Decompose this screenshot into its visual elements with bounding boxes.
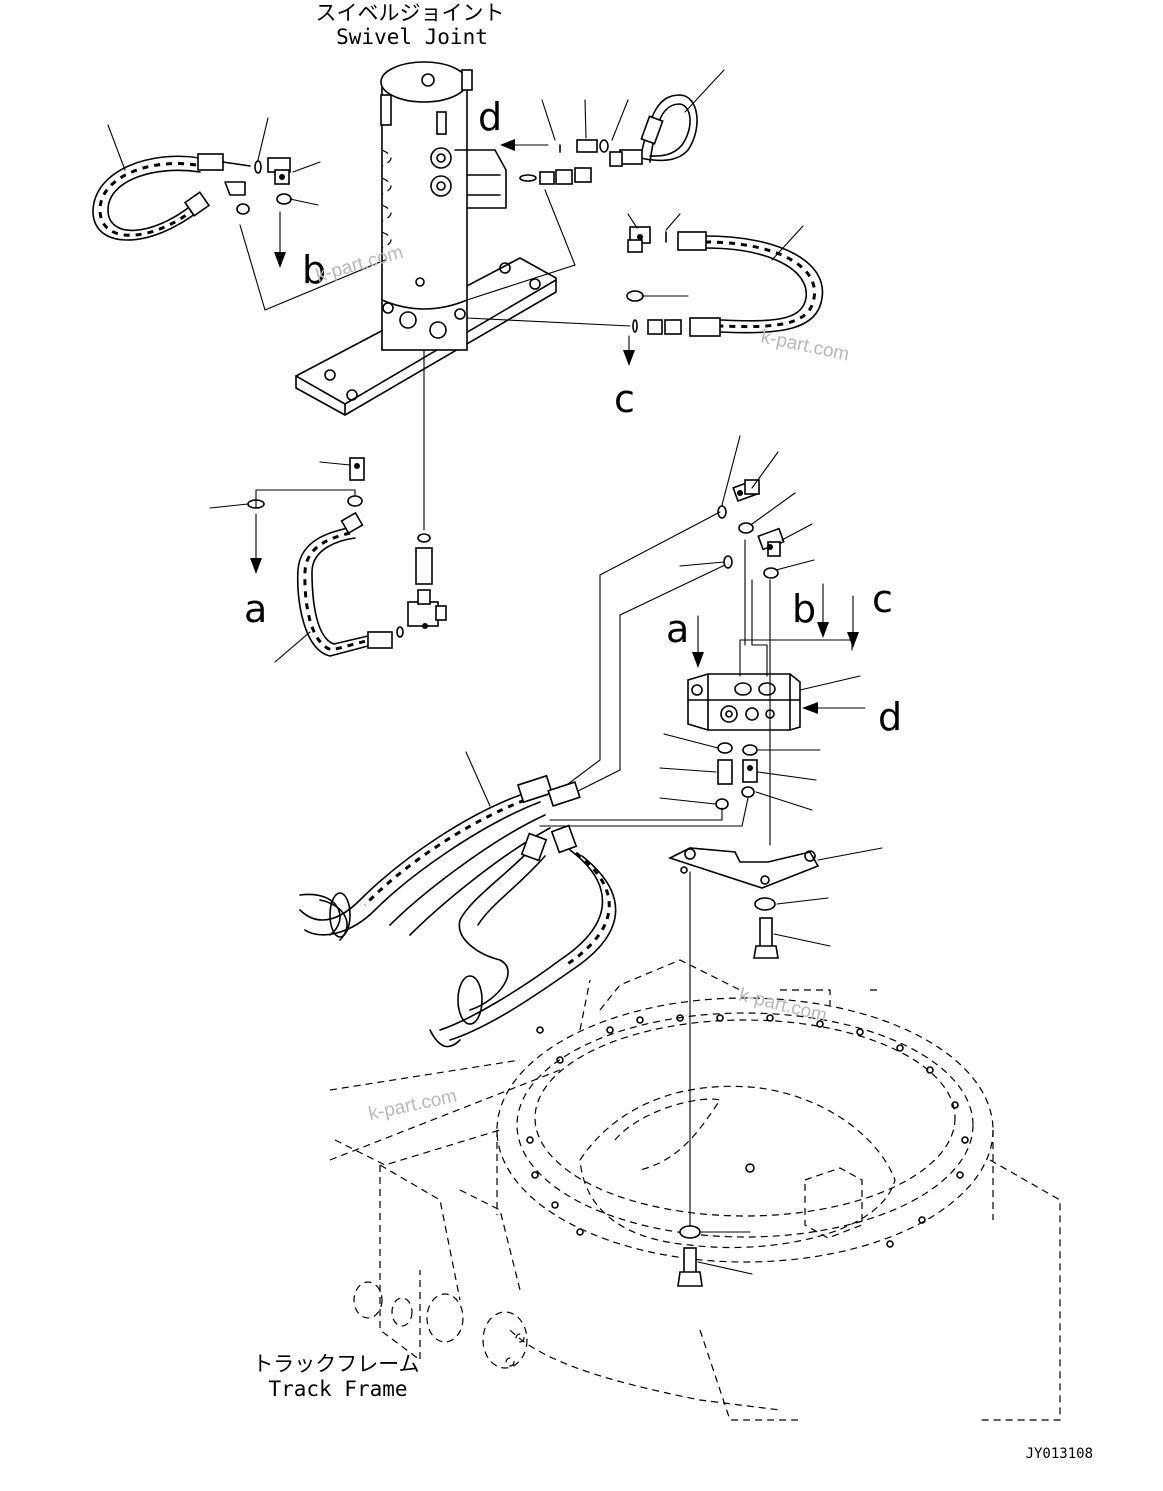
letter-b-lower: b: [792, 587, 816, 631]
swivel-joint-title-en: Swivel Joint: [336, 25, 488, 49]
swivel-joint: [295, 61, 557, 531]
hose-bundle: [299, 751, 617, 1048]
watermark-3: k-part.com: [737, 984, 829, 1026]
swivel-bottom-fittings: [407, 533, 447, 629]
swivel-joint-title-jp: スイベルジョイント: [316, 1, 505, 25]
letter-d-upper: d: [478, 95, 502, 139]
track-frame: [329, 959, 1061, 1421]
hose-middle-right: [623, 213, 824, 366]
hose-top-left: [92, 117, 321, 268]
letter-d-lower: d: [878, 695, 902, 739]
letter-a-upper: a: [244, 587, 267, 631]
watermark-2: k-part.com: [759, 326, 851, 365]
drawing-code: JY013108: [1026, 1446, 1093, 1462]
letter-b-upper: b: [302, 248, 326, 292]
valve-block: [659, 435, 883, 1231]
letter-c-upper: c: [614, 377, 635, 421]
track-frame-title-jp: トラックフレーム: [252, 1352, 419, 1376]
watermark-4: k-part.com: [367, 1086, 459, 1125]
letter-c-lower: c: [872, 577, 893, 621]
hose-top-right: [500, 69, 725, 185]
hose-left-middle: [209, 457, 404, 663]
letter-a-lower: a: [666, 607, 689, 651]
track-frame-title-en: Track Frame: [268, 1377, 407, 1401]
